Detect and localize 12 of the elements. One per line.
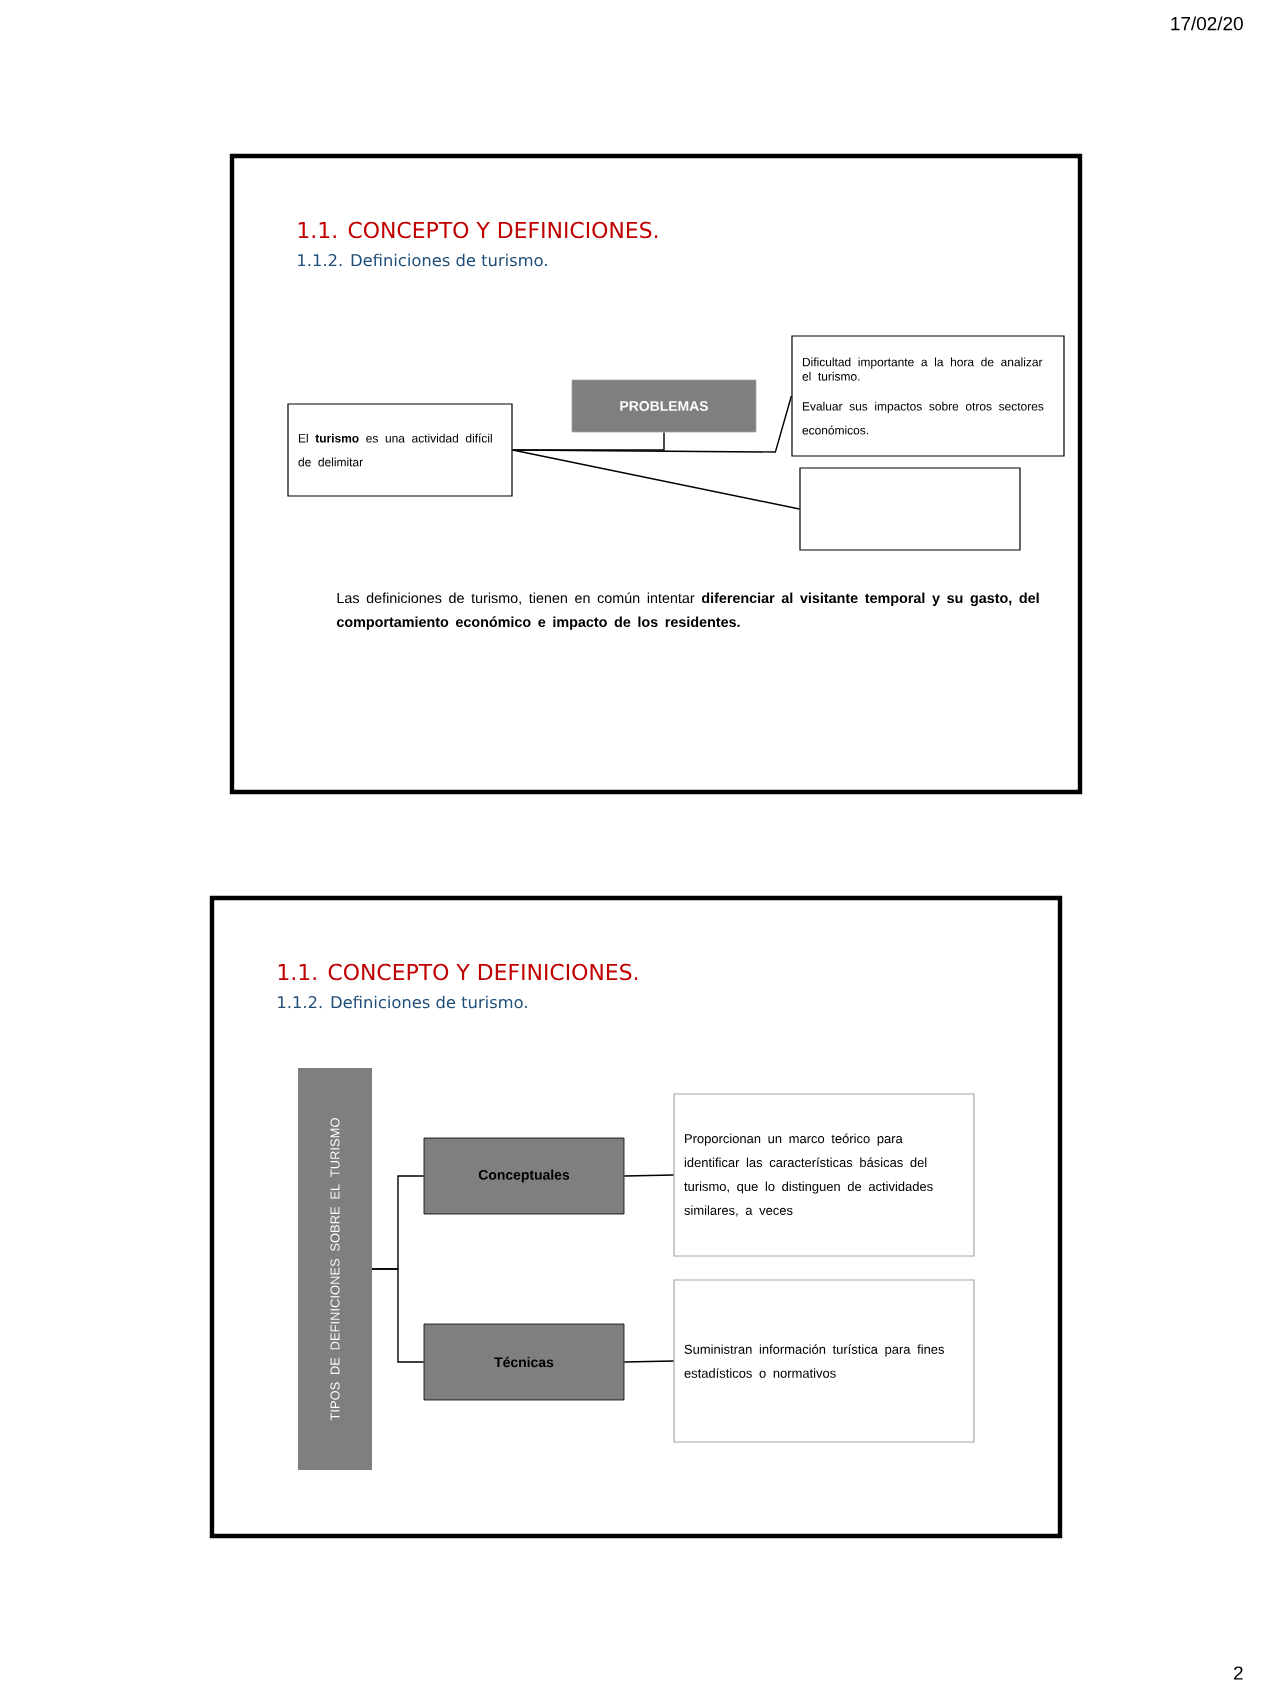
connector-line [511,449,801,510]
date: 17/02/20 [1171,16,1243,31]
slide-title: 1.1. CONCEPTO Y DEFINICIONES. [278,963,638,981]
connector-line [371,1268,425,1363]
connector-line [623,1174,675,1177]
empty-box [799,467,1021,551]
connector-line [623,1360,675,1363]
slide-title: 1.1. CONCEPTO Y DEFINICIONES. [298,221,658,239]
slide-subtitle: 1.1.2. Definiciones de turismo. [278,995,527,1009]
connector-line [511,395,793,453]
slide-subtitle: 1.1.2. Definiciones de turismo. [298,253,547,267]
page-number: 2 [1234,1666,1243,1680]
